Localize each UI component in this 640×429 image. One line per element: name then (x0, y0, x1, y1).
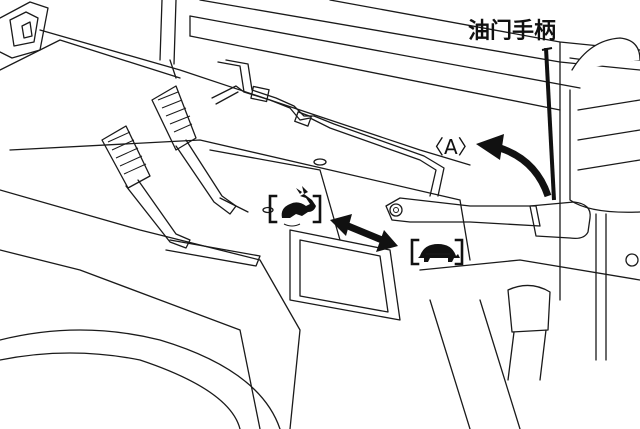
turtle-icon (410, 238, 464, 266)
throttle-lever-label: 油门手柄 (468, 18, 556, 44)
hand-lever-pair (101, 85, 261, 267)
gear-lever-knob (507, 37, 640, 381)
callout-leader (541, 47, 556, 201)
throttle-lever (385, 197, 591, 240)
motion-double-arrow (330, 214, 398, 252)
rabbit-icon (268, 186, 322, 227)
direction-a-label: 〈A〉 (424, 135, 478, 159)
direction-a-arrow (476, 134, 552, 198)
throttle-linkage-rod (211, 59, 445, 197)
